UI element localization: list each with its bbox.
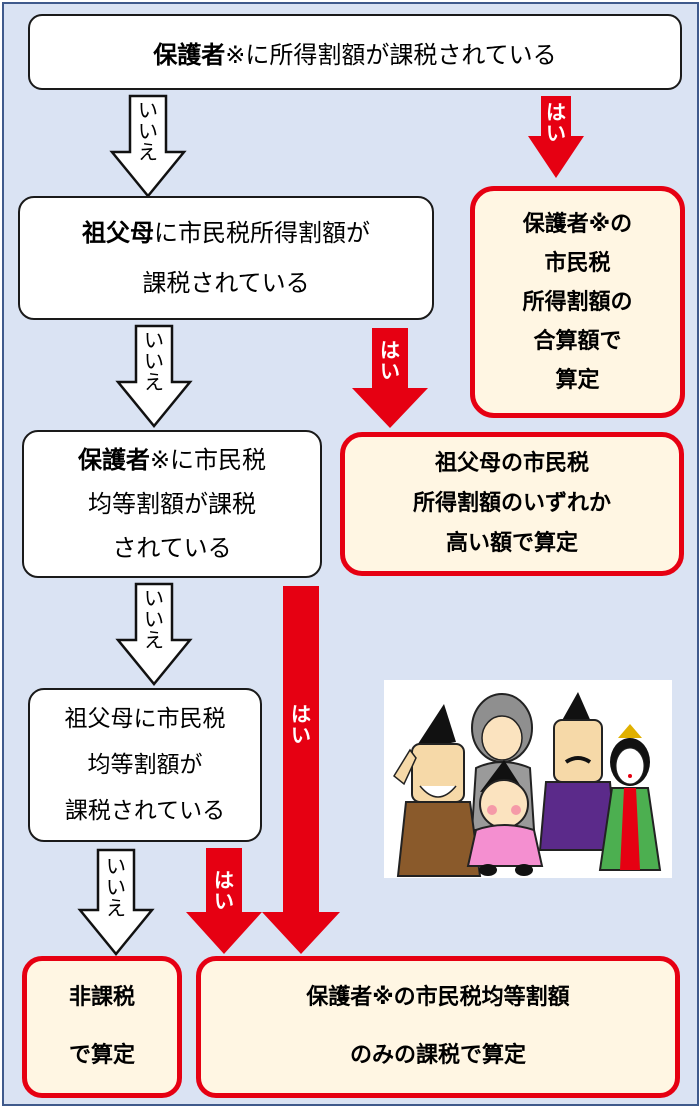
q2-bold: 祖父母 xyxy=(82,219,154,247)
yes-label-long: はい xyxy=(291,702,311,747)
yes-arrow-1 xyxy=(528,96,584,178)
no-label-2: いいえ xyxy=(144,328,164,394)
q3-line3: されている xyxy=(112,534,232,562)
r2-line: 高い額で算定 xyxy=(445,531,578,556)
result-non-taxable: 非課税 で算定 xyxy=(22,956,182,1098)
q1-rest: ※に所得割額が課税されている xyxy=(225,40,557,69)
q2-rest: に市民税所得割額が xyxy=(154,219,370,247)
r1-line: 保護者※の xyxy=(522,211,633,237)
yes-label-4: はい xyxy=(214,868,234,913)
r2-line: 祖父母の市民税 xyxy=(434,451,589,476)
r1-line: 所得割額の xyxy=(522,289,633,315)
question-parent-income-tax: 保護者※に所得割額が課税されている xyxy=(28,14,682,90)
q3-line2: 均等割額が課税 xyxy=(87,490,256,518)
q3-bold: 保護者 xyxy=(77,446,150,474)
q4-line2: 均等割額が xyxy=(87,752,203,778)
q4-line1: 祖父母に市民税 xyxy=(64,706,226,732)
result-parent-per-capita-only: 保護者※の市民税均等割額 のみの課税で算定 xyxy=(196,956,680,1098)
r4-line: のみの課税で算定 xyxy=(349,1043,526,1068)
q4-line3: 課税されている xyxy=(64,798,226,824)
question-grandparent-income-tax: 祖父母に市民税所得割額が 課税されている xyxy=(18,196,434,320)
yes-label-1: はい xyxy=(546,100,566,145)
q1-bold: 保護者 xyxy=(153,40,226,69)
r4-line: 保護者※の市民税均等割額 xyxy=(306,985,570,1010)
no-arrow-1 xyxy=(109,94,187,198)
r3-line: 非課税 xyxy=(68,985,135,1010)
yes-arrow-4 xyxy=(186,848,262,954)
r2-line: 所得割額のいずれか xyxy=(412,491,611,516)
q2-line2: 課税されている xyxy=(142,269,310,297)
yes-arrow-2 xyxy=(352,328,428,428)
q3-rest: ※に市民税 xyxy=(149,446,267,474)
hina-doll-family-illustration xyxy=(384,680,672,878)
r1-line: 合算額で xyxy=(533,328,622,354)
r3-line: で算定 xyxy=(68,1043,135,1068)
result-parent-income-sum: 保護者※の 市民税 所得割額の 合算額で 算定 xyxy=(470,186,685,418)
yes-arrow-long xyxy=(262,586,340,954)
result-grandparent-higher-income: 祖父母の市民税 所得割額のいずれか 高い額で算定 xyxy=(340,432,684,576)
no-label-3: いいえ xyxy=(144,586,164,652)
no-label-1: いいえ xyxy=(138,98,158,164)
no-label-4: いいえ xyxy=(106,854,126,920)
question-grandparent-per-capita-tax: 祖父母に市民税 均等割額が 課税されている xyxy=(28,688,262,842)
no-arrow-2 xyxy=(115,324,193,428)
r1-line: 市民税 xyxy=(544,250,611,276)
r1-line: 算定 xyxy=(555,367,600,393)
no-arrow-4 xyxy=(77,848,155,956)
yes-label-2: はい xyxy=(380,338,400,383)
question-parent-per-capita-tax: 保護者※に市民税 均等割額が課税 されている xyxy=(22,430,322,578)
no-arrow-3 xyxy=(115,582,193,686)
